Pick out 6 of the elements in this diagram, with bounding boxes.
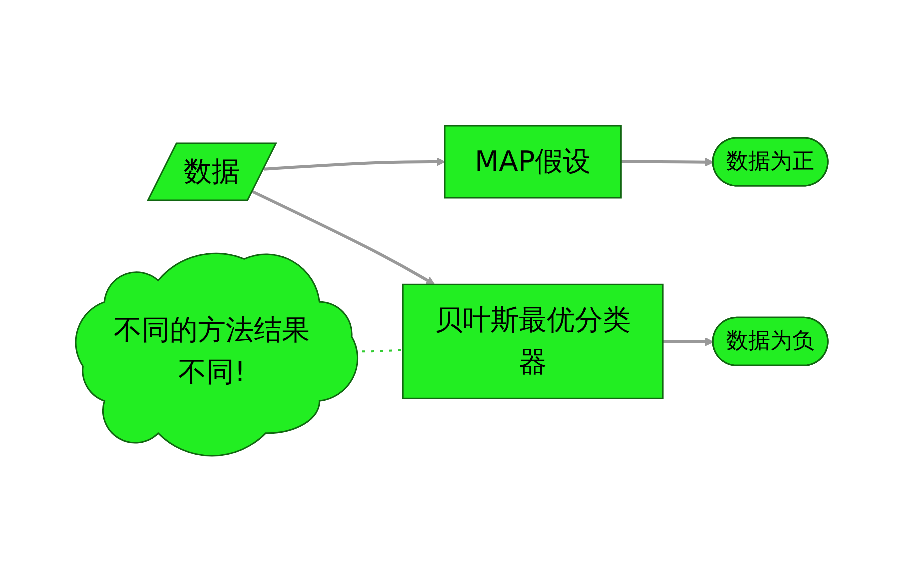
arrow	[621, 158, 714, 167]
arrow	[264, 158, 446, 171]
node-box: MAP假设	[444, 125, 622, 199]
node-box: 贝叶斯最优分类器	[402, 284, 664, 400]
arrow	[252, 190, 436, 286]
arrow	[663, 338, 714, 346]
